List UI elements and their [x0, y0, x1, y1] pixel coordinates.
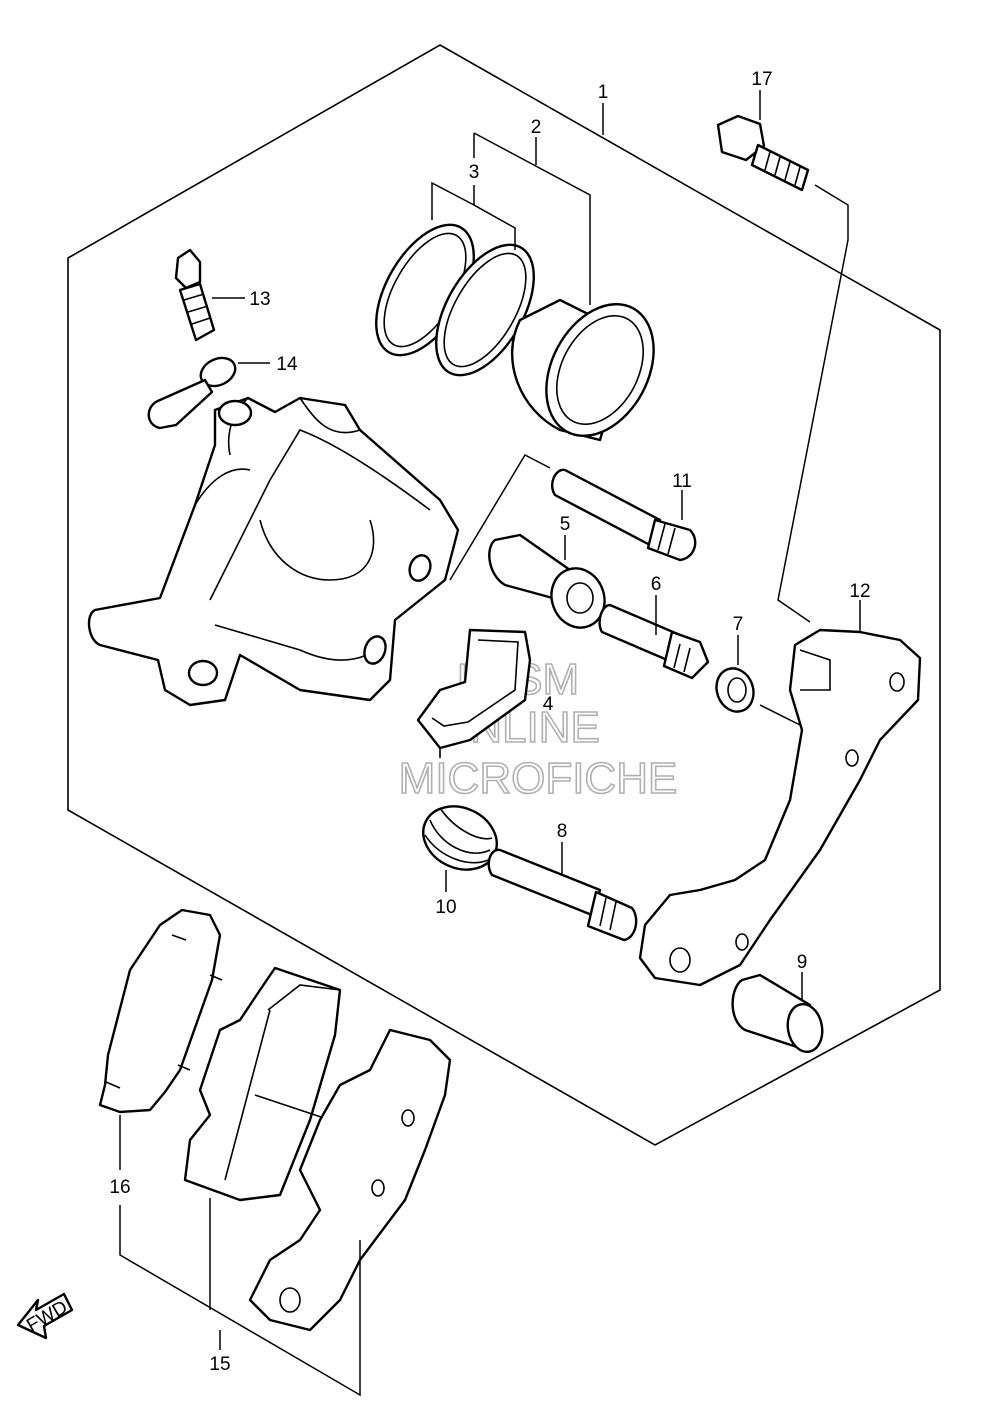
label-part-4: 4: [543, 694, 554, 715]
part-8-pin: [487, 848, 638, 942]
part-labels: 1 2 3 4 5 6 7 8 9 10 11 12 13 14 15 16 1…: [109, 69, 870, 1375]
label-part-12: 12: [849, 581, 870, 602]
label-part-13: 13: [249, 289, 270, 310]
label-part-8: 8: [557, 821, 568, 842]
label-part-16: 16: [109, 1177, 130, 1198]
fwd-direction-arrow: FWD: [16, 1292, 74, 1340]
part-11-pin: [551, 468, 697, 562]
label-part-6: 6: [651, 574, 662, 595]
label-part-2: 2: [531, 117, 542, 138]
label-part-15: 15: [209, 1354, 230, 1375]
part-2-piston: [510, 298, 655, 442]
part-6-pin-bolt: [598, 603, 710, 680]
part-12-bracket: [638, 628, 922, 987]
label-part-17: 17: [751, 69, 772, 90]
leader-lines: [119, 90, 861, 1397]
part-3-seals: [375, 223, 535, 377]
part-15-pads: [183, 966, 452, 1332]
label-part-1: 1: [598, 82, 609, 103]
label-part-14: 14: [276, 354, 298, 375]
label-part-7: 7: [733, 614, 744, 635]
label-part-9: 9: [797, 952, 808, 973]
label-part-5: 5: [560, 514, 571, 535]
part-16-shim: [98, 908, 223, 1114]
part-17-bolt: [716, 114, 810, 192]
label-part-3: 3: [469, 162, 480, 183]
part-7-washer: [715, 667, 755, 713]
label-part-10: 10: [435, 897, 456, 918]
part-9-collar: [731, 973, 824, 1054]
assembly-outline: [67, 44, 941, 1146]
part-5-sleeve: [488, 533, 606, 629]
part-14-cap: [147, 356, 237, 430]
label-part-11: 11: [672, 471, 692, 492]
watermark-line-3: MICROFICHE: [399, 754, 678, 803]
part-13-bleeder: [174, 248, 216, 342]
caliper-body: [87, 396, 460, 707]
part-4-pad-spring: [416, 628, 532, 758]
